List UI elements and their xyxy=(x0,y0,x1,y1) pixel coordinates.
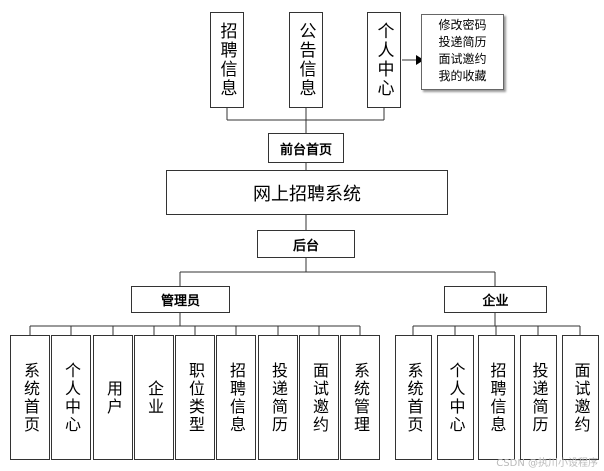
admin-module-personal-center: 个人中心 xyxy=(51,335,91,460)
company-module-resume-delivery: 投递简历 xyxy=(520,335,557,460)
admin-module-home: 系统首页 xyxy=(10,335,50,460)
admin-module-interview-invite: 面试邀约 xyxy=(299,335,339,460)
admin-module-recruitment-info: 招聘信息 xyxy=(216,335,256,460)
system-name-box: 网上招聘系统 xyxy=(166,170,448,215)
company-module-personal-center: 个人中心 xyxy=(437,335,474,460)
company-role-box: 企业 xyxy=(444,286,547,313)
admin-module-company: 企业 xyxy=(134,335,174,460)
top-module-recruitment-info: 招聘信息 xyxy=(210,12,244,108)
company-module-recruitment-info: 招聘信息 xyxy=(478,335,515,460)
front-home-box: 前台首页 xyxy=(268,133,344,163)
personal-center-note: 修改密码 投递简历 面试邀约 我的收藏 xyxy=(421,14,504,90)
company-module-home: 系统首页 xyxy=(395,335,432,460)
admin-module-users: 用户 xyxy=(93,335,133,460)
admin-module-job-type: 职位类型 xyxy=(175,335,215,460)
watermark: CSDN @执川小设程序 xyxy=(496,458,598,469)
backend-box: 后台 xyxy=(257,230,355,258)
company-module-interview-invite: 面试邀约 xyxy=(562,335,599,460)
admin-module-system-management: 系统管理 xyxy=(340,335,380,460)
top-module-personal-center: 个人中心 xyxy=(367,12,401,108)
admin-module-resume-delivery: 投递简历 xyxy=(258,335,298,460)
admin-role-box: 管理员 xyxy=(131,286,230,313)
top-module-announcement: 公告信息 xyxy=(289,12,323,108)
